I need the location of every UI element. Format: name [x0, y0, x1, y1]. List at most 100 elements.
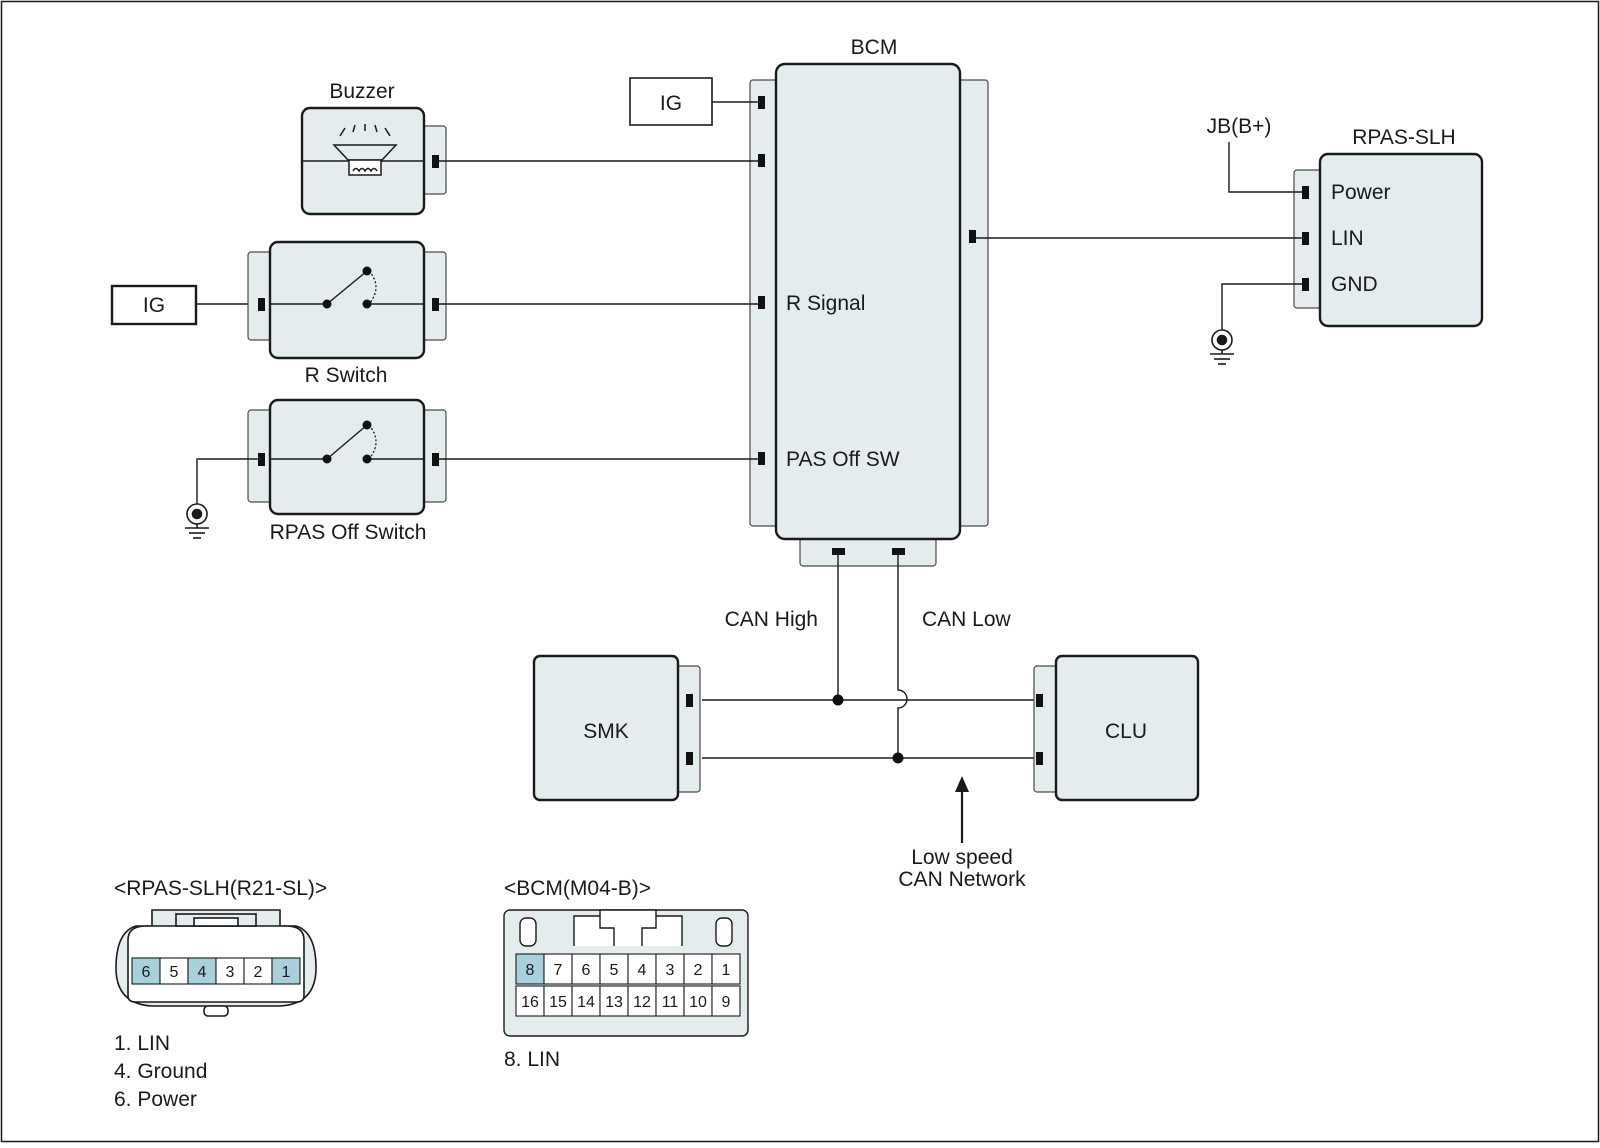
connector-bcm-pin-12: 12	[627, 985, 657, 1017]
connector-bcm-pin-16-label: 16	[521, 994, 539, 1011]
clu-module: CLU	[1033, 654, 1200, 802]
connector-bcm-pin-15: 15	[543, 985, 573, 1017]
bcm-bottom-plate	[799, 537, 937, 567]
clu-body	[1054, 654, 1200, 802]
connector-bcm-pin-1-label: 1	[722, 962, 731, 979]
connector-bcm-pin-10: 10	[683, 985, 713, 1017]
connector-rpas-pin-4-label: 4	[198, 964, 207, 981]
connector-bcm-pin-2: 2	[683, 953, 713, 985]
r-switch-module: IG R Switch	[110, 240, 758, 387]
ground-icon	[1210, 329, 1234, 365]
connector-bcm-pin-11-label: 11	[662, 994, 679, 1011]
connector-bcm-pin-15-label: 15	[549, 994, 567, 1011]
connector-rpas-pin-4-cell	[187, 957, 217, 985]
smk-module: SMK	[532, 654, 701, 802]
connector-bcm-pin-7-cell	[543, 953, 573, 985]
connector-bcm-pin-11-cell	[655, 985, 685, 1017]
connector-bcm-pin-4-cell	[627, 953, 657, 985]
connector-bcm-pin-5-cell	[599, 953, 629, 985]
connector-bcm-title: <BCM(M04-B)>	[504, 877, 651, 900]
can-high-junction	[832, 694, 844, 706]
connector-bcm-pin-7: 7	[543, 953, 573, 985]
smk-pin-can-low	[686, 752, 693, 765]
connector-rpas-pin-1-label: 1	[282, 964, 291, 981]
connector-bcm-pin-9-label: 9	[722, 994, 731, 1011]
ig-bcm: IG	[629, 77, 758, 126]
connector-rpas-legend-1: 1. LIN	[114, 1032, 170, 1055]
rpas-slh-module: RPAS-SLH JB(B+) Power LIN GND	[976, 115, 1484, 365]
rpas-slh-pin-power	[1302, 186, 1309, 199]
connector-bcm-pin-11: 11	[655, 985, 685, 1017]
rpas-slh-title: RPAS-SLH	[1352, 126, 1455, 149]
bcm-body	[774, 62, 962, 541]
connector-bcm-pin-13-label: 13	[605, 994, 623, 1011]
rpas-off-switch-body	[268, 398, 426, 516]
r-switch-pin-out	[432, 298, 439, 311]
bcm-pin-ig	[758, 96, 765, 109]
connector-bcm-pin-15-cell	[543, 985, 573, 1017]
clu-title: CLU	[1105, 720, 1147, 743]
connector-bcm-pin-14: 14	[571, 985, 601, 1017]
connector-bcm-pin-13: 13	[599, 985, 629, 1017]
connector-bcm-pin-8-cell	[515, 953, 545, 985]
connector-rpas-pin-2-label: 2	[254, 964, 263, 981]
bcm-pin-pas-off-sw	[758, 452, 765, 465]
connector-bcm-pin-14-label: 14	[577, 994, 595, 1011]
connector-rpas-pin-3: 3	[215, 957, 245, 985]
connector-rpas-pin-1: 1	[271, 957, 301, 985]
connector-bcm-pin-6-label: 6	[582, 962, 591, 979]
switch-contact-icon	[270, 266, 424, 309]
connector-bcm-pin-10-cell	[683, 985, 713, 1017]
connector-bcm-legend-1: 8. LIN	[504, 1048, 560, 1071]
connector-bcm-pin-9-cell	[711, 985, 741, 1017]
rpas-off-switch-module: RPAS Off Switch	[185, 398, 758, 544]
connector-bcm-pin-2-cell	[683, 953, 713, 985]
rpas-slh-pin-gnd-label: GND	[1331, 273, 1378, 296]
connector-rpas-title: <RPAS-SLH(R21-SL)>	[114, 877, 327, 900]
bcm-pin-pas-off-sw-label: PAS Off SW	[786, 448, 900, 471]
connector-bcm-pin-12-cell	[627, 985, 657, 1017]
connector-rpas-pin-5: 5	[159, 957, 189, 985]
rpas-slh-pin-lin-label: LIN	[1331, 227, 1364, 250]
connector-bcm-pin-12-label: 12	[633, 994, 651, 1011]
ig-r-switch-box	[110, 284, 198, 326]
connector-bcm-pin-7-label: 7	[554, 962, 563, 979]
connector-bcm-pin-4-label: 4	[638, 962, 647, 979]
connector-bcm-pin-3-label: 3	[666, 962, 675, 979]
connector-bcm-pin-16-cell	[515, 985, 545, 1017]
connector-rpas-pin-4: 4	[187, 957, 217, 985]
ig-bcm-label: IG	[660, 92, 682, 115]
bcm-pin-buzzer	[758, 154, 765, 167]
rpas-slh-power-wire	[1228, 142, 1302, 193]
rpas-off-ground-wire	[196, 458, 258, 504]
bcm-pin-can-low	[892, 548, 905, 555]
rpas-slh-supply-label: JB(B+)	[1207, 115, 1272, 138]
ground-icon	[185, 503, 209, 539]
arrow-up-icon	[955, 776, 969, 843]
bcm-pin-lin	[969, 230, 976, 243]
bcm-pin-can-high	[832, 548, 845, 555]
connector-bcm-pin-1: 1	[711, 953, 741, 985]
bcm-module: BCM R Signal PAS Off SW	[749, 36, 989, 567]
connector-rpas-pin-2: 2	[243, 957, 273, 985]
can-low-junction	[892, 752, 904, 764]
can-high-label: CAN High	[725, 608, 818, 631]
bcm-pin-r-signal	[758, 296, 765, 309]
connector-bcm-pin-4: 4	[627, 953, 657, 985]
smk-title: SMK	[583, 720, 629, 743]
rpas-off-switch-title: RPAS Off Switch	[270, 521, 427, 544]
connector-rpas-pin-1-cell	[271, 957, 301, 985]
r-switch-pin-in	[258, 298, 265, 311]
can-network-label-line1: Low speed	[911, 846, 1013, 869]
connector-bcm-pin-1-cell	[711, 953, 741, 985]
connector-bcm-pin-10-label: 10	[689, 994, 707, 1011]
connector-rpas-pin-3-label: 3	[226, 964, 235, 981]
smk-pin-can-high	[686, 694, 693, 707]
buzzer-title: Buzzer	[329, 80, 394, 103]
